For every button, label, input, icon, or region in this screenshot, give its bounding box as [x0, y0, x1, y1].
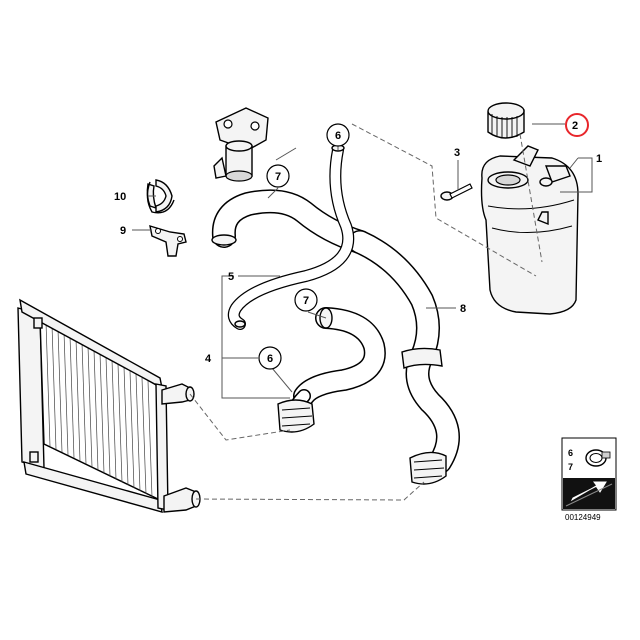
bracket-9 [149, 224, 187, 257]
leader-lines [132, 123, 593, 501]
callout-5: 5 [228, 271, 234, 283]
callout-1: 1 [596, 153, 602, 165]
callout-8: 8 [460, 303, 466, 315]
callout-2: 2 [572, 120, 578, 132]
legend-arrow-band [563, 478, 615, 509]
hose-clamp-icon [585, 449, 611, 467]
callout-3: 3 [454, 147, 460, 159]
legend-number-6: 6 [568, 448, 573, 458]
expansion-tank [480, 102, 579, 315]
callout-6-top: 6 [335, 130, 341, 142]
thermostat-housing [213, 107, 269, 182]
bolt-3 [440, 183, 473, 201]
callout-10: 10 [114, 191, 126, 203]
hoses [211, 144, 460, 474]
expansion-tank-cap [487, 102, 525, 139]
callout-7-middle: 7 [303, 295, 309, 307]
legend-box: 6 7 [561, 437, 617, 511]
callout-7-middle-circle [294, 288, 318, 312]
arrow-icon [570, 481, 607, 502]
callout-9: 9 [120, 225, 126, 237]
callout-2-highlight-circle [565, 113, 589, 137]
callout-7-top: 7 [275, 171, 281, 183]
callout-6-top-circle [326, 123, 350, 147]
callouts: 1 2 3 4 5 6 6 7 7 8 9 10 [114, 113, 602, 370]
clamp-10 [146, 179, 175, 214]
callout-6-lower-circle [258, 346, 282, 370]
callout-4: 4 [205, 353, 212, 365]
callout-7-top-circle [266, 164, 290, 188]
callout-6-lower: 6 [267, 353, 273, 365]
legend-number-7: 7 [568, 462, 573, 472]
radiator [17, 298, 201, 513]
diagram-id: 00124949 [565, 513, 601, 522]
hose-fittings [211, 144, 447, 485]
